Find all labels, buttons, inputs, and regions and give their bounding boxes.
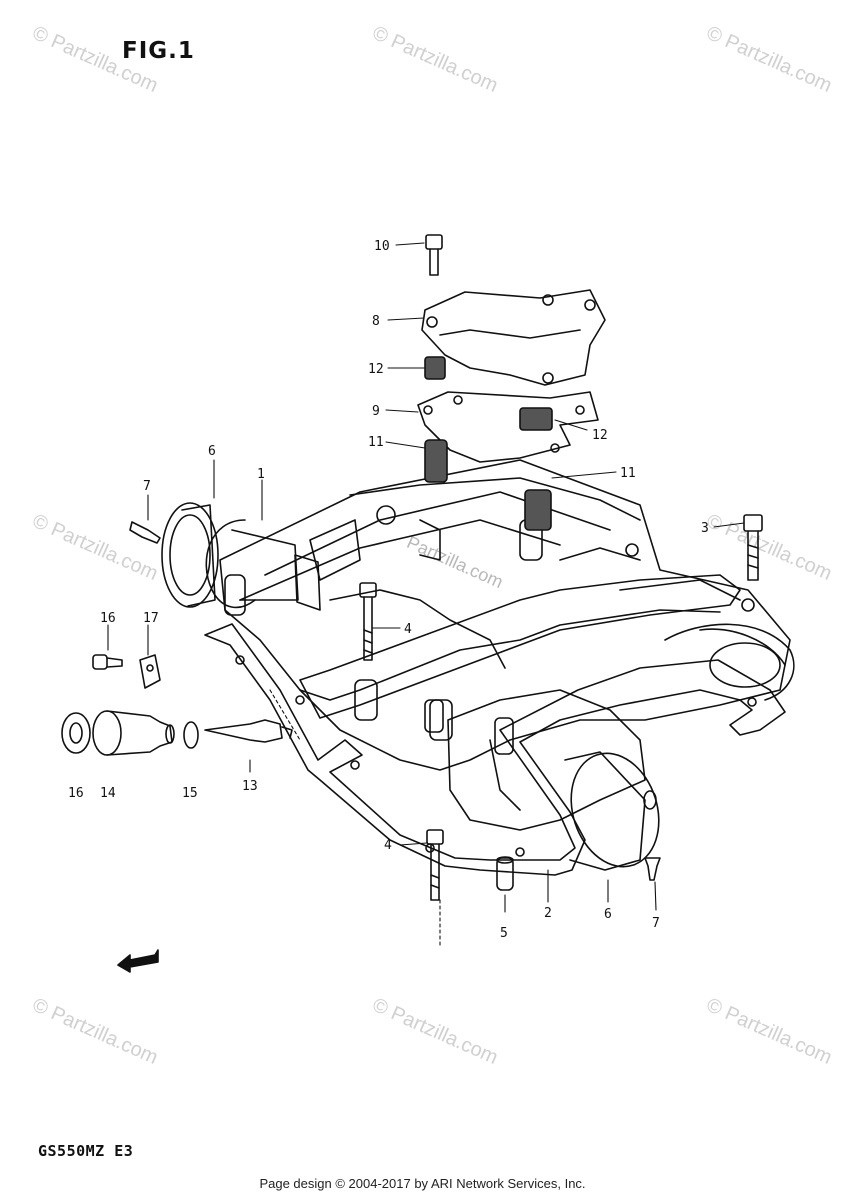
cap-14 [92, 710, 175, 756]
screw-7-left [129, 521, 161, 544]
callout-15: 15 [182, 786, 198, 801]
callout-8: 8 [372, 314, 380, 329]
callout-12-left: 12 [368, 362, 384, 377]
callout-14: 14 [100, 786, 116, 801]
gasket-outline [204, 623, 786, 876]
callout-17: 17 [143, 611, 159, 626]
callout-13: 13 [242, 779, 258, 794]
callout-12-right: 12 [592, 428, 608, 443]
callout-6-top: 6 [208, 444, 216, 459]
sensor-13 [204, 719, 293, 743]
callout-16-bottom: 16 [68, 786, 84, 801]
bolt-16 [92, 654, 123, 670]
bolt-10 [425, 234, 443, 276]
clip-17 [139, 654, 161, 689]
callout-4-lower: 4 [384, 838, 392, 853]
bolt-3 [743, 514, 763, 581]
callout-5: 5 [500, 926, 508, 941]
callout-1: 1 [257, 467, 265, 482]
callout-4-upper: 4 [404, 622, 412, 637]
callout-6-bottom: 6 [604, 907, 612, 922]
screw-7-right [644, 857, 661, 881]
footer-copyright: Page design © 2004-2017 by ARI Network S… [259, 1176, 586, 1191]
callout-11-right: 11 [620, 466, 636, 481]
callout-2: 2 [544, 906, 552, 921]
model-code: GS550MZ E3 [38, 1142, 134, 1160]
callout-16-top: 16 [100, 611, 116, 626]
o-ring [183, 721, 199, 749]
callout-10: 10 [374, 239, 390, 254]
oil-seal [61, 712, 91, 754]
cover-plate [421, 289, 606, 386]
dowel-pin [496, 856, 514, 891]
direction-arrow-icon [117, 949, 159, 973]
bolt-4-upper [359, 582, 377, 661]
callout-7-left: 7 [143, 479, 151, 494]
end-cap-left [161, 502, 219, 608]
rubber-blocks [424, 356, 553, 531]
callout-numbers: 10 8 12 9 12 11 11 6 1 7 3 4 16 17 13 16… [68, 239, 709, 941]
callout-3: 3 [701, 521, 709, 536]
figure-title: FIG.1 [122, 38, 195, 64]
end-cap-right [564, 751, 660, 871]
bolt-4-lower [426, 829, 444, 901]
callout-9: 9 [372, 404, 380, 419]
callout-11-left: 11 [368, 435, 384, 450]
cylinder-head-cover [205, 459, 795, 831]
leader-lines [107, 242, 745, 946]
callout-7-right: 7 [652, 916, 660, 931]
